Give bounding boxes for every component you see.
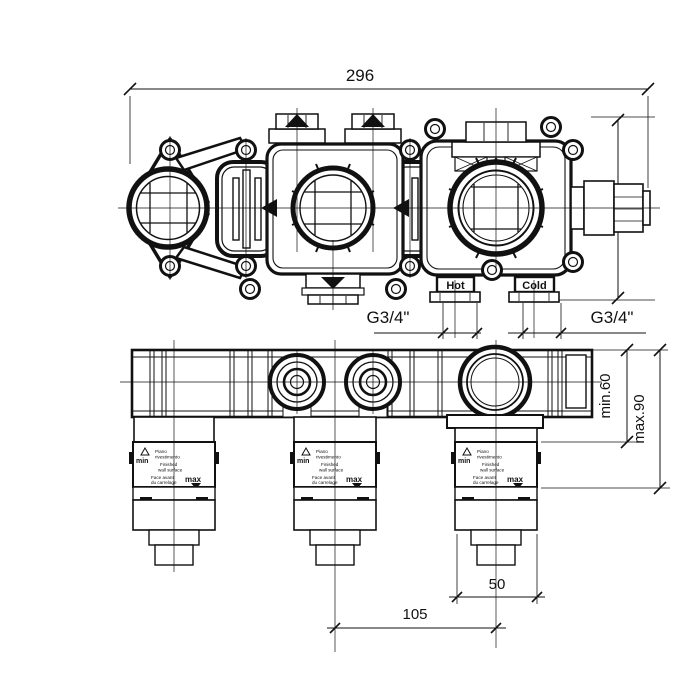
dim-min60-label: min.60 (597, 373, 614, 418)
mounting-ear (424, 118, 446, 140)
mounting-ear (562, 251, 584, 273)
dim-overall-width: 296 (123, 66, 655, 188)
mounting-ear (540, 116, 562, 138)
union-plate (411, 177, 419, 241)
dim-296-label: 296 (346, 66, 374, 85)
thermostatic-collar (446, 414, 544, 429)
dim-port-spacing: 105 (327, 606, 506, 634)
bottom-view: min.60 max.90 50 105 (120, 340, 670, 652)
dim-cartridge-width: 50 (449, 534, 545, 604)
top-view: 119 (118, 66, 660, 339)
union-plate (242, 169, 251, 249)
union-plate (232, 177, 240, 241)
mounting-ear (562, 139, 584, 161)
cold-label: Cold (522, 280, 546, 292)
dim-depth: min.60 max.90 (541, 343, 670, 495)
body-end-fitting (565, 354, 587, 409)
body-detail-lines (149, 351, 563, 416)
mounting-ear (239, 278, 261, 300)
right-valve-hex-cap (451, 121, 541, 172)
label-side-nubs (129, 452, 541, 464)
union-plate (254, 177, 262, 241)
bottom-view-centerlines (120, 340, 602, 652)
mounting-ear (385, 278, 407, 300)
thread-right-label: G3/4" (591, 308, 634, 327)
thread-left-label: G3/4" (367, 308, 410, 327)
top-view-centerlines (118, 108, 660, 338)
mounting-ear (481, 259, 503, 281)
hot-label: Hot (446, 280, 465, 292)
dim-50-label: 50 (489, 576, 506, 593)
thread-callouts: G3/4" G3/4" (367, 303, 646, 339)
dim-max90-label: max.90 (631, 394, 648, 443)
dim-105-label: 105 (402, 606, 427, 623)
